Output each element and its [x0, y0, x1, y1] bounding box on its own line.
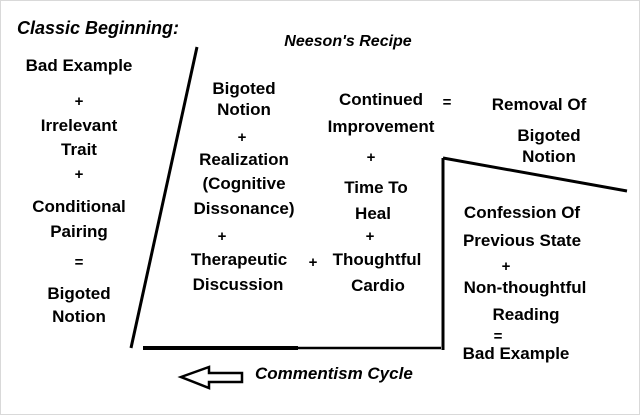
classic-line-8: Bigoted: [47, 284, 111, 303]
recipe-mid-line-6: Thoughtful: [332, 250, 422, 269]
classic-line-5: Conditional: [32, 197, 126, 216]
result-top-line-1: Bigoted: [517, 126, 581, 145]
operator-plus-between-recipe: +: [308, 254, 318, 271]
classic-line-2: Irrelevant: [40, 116, 118, 135]
classic-line-7: =: [74, 254, 84, 271]
heading-classic-beginning: Classic Beginning:: [17, 18, 180, 38]
classic-line-6: Pairing: [50, 222, 108, 241]
recipe-left-line-5: Dissonance): [193, 199, 295, 218]
commentism-cycle-label: Commentism Cycle: [255, 364, 413, 383]
classic-line-4: +: [74, 166, 84, 183]
recipe-left-line-4: (Cognitive: [202, 174, 286, 193]
recipe-mid-line-5: +: [365, 228, 375, 245]
recipe-mid-line-0: Continued: [338, 90, 424, 109]
left-diagonal-divider: [129, 46, 199, 349]
recipe-left-line-6: +: [217, 228, 227, 245]
result-bottom-line-1: Previous State: [462, 231, 582, 250]
recipe-mid-line-7: Cardio: [351, 276, 405, 295]
recipe-left-line-8: Discussion: [192, 275, 284, 294]
left-block-arrow-icon: [177, 365, 244, 390]
recipe-mid-line-2: +: [366, 149, 376, 166]
result-top-line-2: Notion: [522, 147, 576, 166]
result-bottom-line-4: Reading: [492, 305, 560, 324]
result-bottom-line-5: =: [493, 328, 503, 345]
classic-line-3: Trait: [61, 140, 97, 159]
recipe-mid-line-1: Improvement: [327, 117, 435, 136]
heading-neesons-recipe: Neeson's Recipe: [284, 33, 412, 50]
recipe-mid-line-3: Time To: [344, 178, 408, 197]
operator-equals-before-result: =: [442, 94, 452, 111]
classic-line-1: +: [74, 93, 84, 110]
recipe-left-line-1: Notion: [217, 100, 271, 119]
classic-line-9: Notion: [52, 307, 106, 326]
result-bottom-line-0: Confession Of: [463, 203, 581, 222]
result-bottom-line-3: Non-thoughtful: [463, 278, 587, 297]
recipe-left-line-7: Therapeutic: [190, 250, 288, 269]
recipe-mid-line-4: Heal: [355, 204, 391, 223]
recipe-left-line-3: Realization: [199, 150, 289, 169]
classic-line-0: Bad Example: [25, 56, 133, 75]
recipe-left-line-0: Bigoted: [212, 79, 276, 98]
result-top-line-0: Removal Of: [491, 95, 587, 114]
result-bottom-line-2: +: [501, 258, 511, 275]
recipe-left-line-2: +: [237, 129, 247, 146]
result-bottom-line-6: Bad Example: [462, 344, 570, 363]
